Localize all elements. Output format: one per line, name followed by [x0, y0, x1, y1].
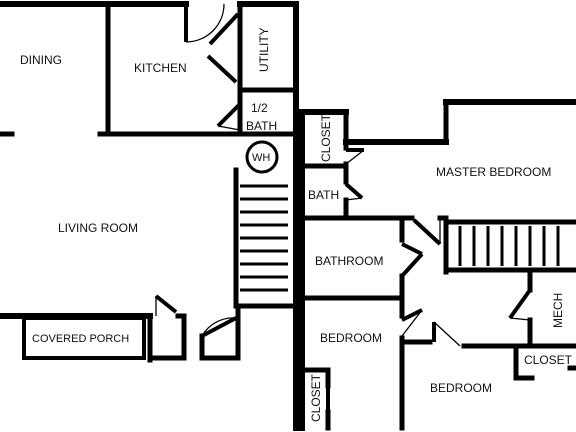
covered-porch-label: COVERED PORCH — [32, 333, 129, 345]
closet-upper-label: CLOSET — [319, 113, 333, 162]
mech-label: MECH — [551, 293, 565, 328]
bedroom-right-label: BEDROOM — [430, 381, 492, 395]
master-bedroom-label: MASTER BEDROOM — [436, 165, 551, 179]
dining-label: DINING — [20, 53, 62, 67]
right-unit-walls — [299, 99, 576, 431]
closet-right-label: CLOSET — [524, 353, 573, 367]
right-unit-doors — [326, 148, 532, 410]
kitchen-label: KITCHEN — [134, 61, 187, 75]
living-room-label: LIVING ROOM — [58, 221, 138, 235]
left-stairs — [240, 184, 288, 292]
water-heater-symbol — [245, 140, 279, 174]
half-bath-label-bottom: BATH — [246, 119, 277, 133]
closet-lower-label: CLOSET — [309, 373, 323, 422]
bath-small-label: BATH — [308, 188, 339, 202]
utility-label: UTILITY — [257, 27, 271, 72]
water-heater-label: WH — [252, 152, 270, 164]
half-bath-label-top: 1/2 — [251, 101, 268, 115]
bedroom-left-label: BEDROOM — [320, 331, 382, 345]
right-stairs — [458, 226, 560, 266]
bathroom-label: BATHROOM — [315, 254, 383, 268]
left-unit-doors — [154, 3, 242, 338]
covered-porch-box — [22, 316, 146, 360]
